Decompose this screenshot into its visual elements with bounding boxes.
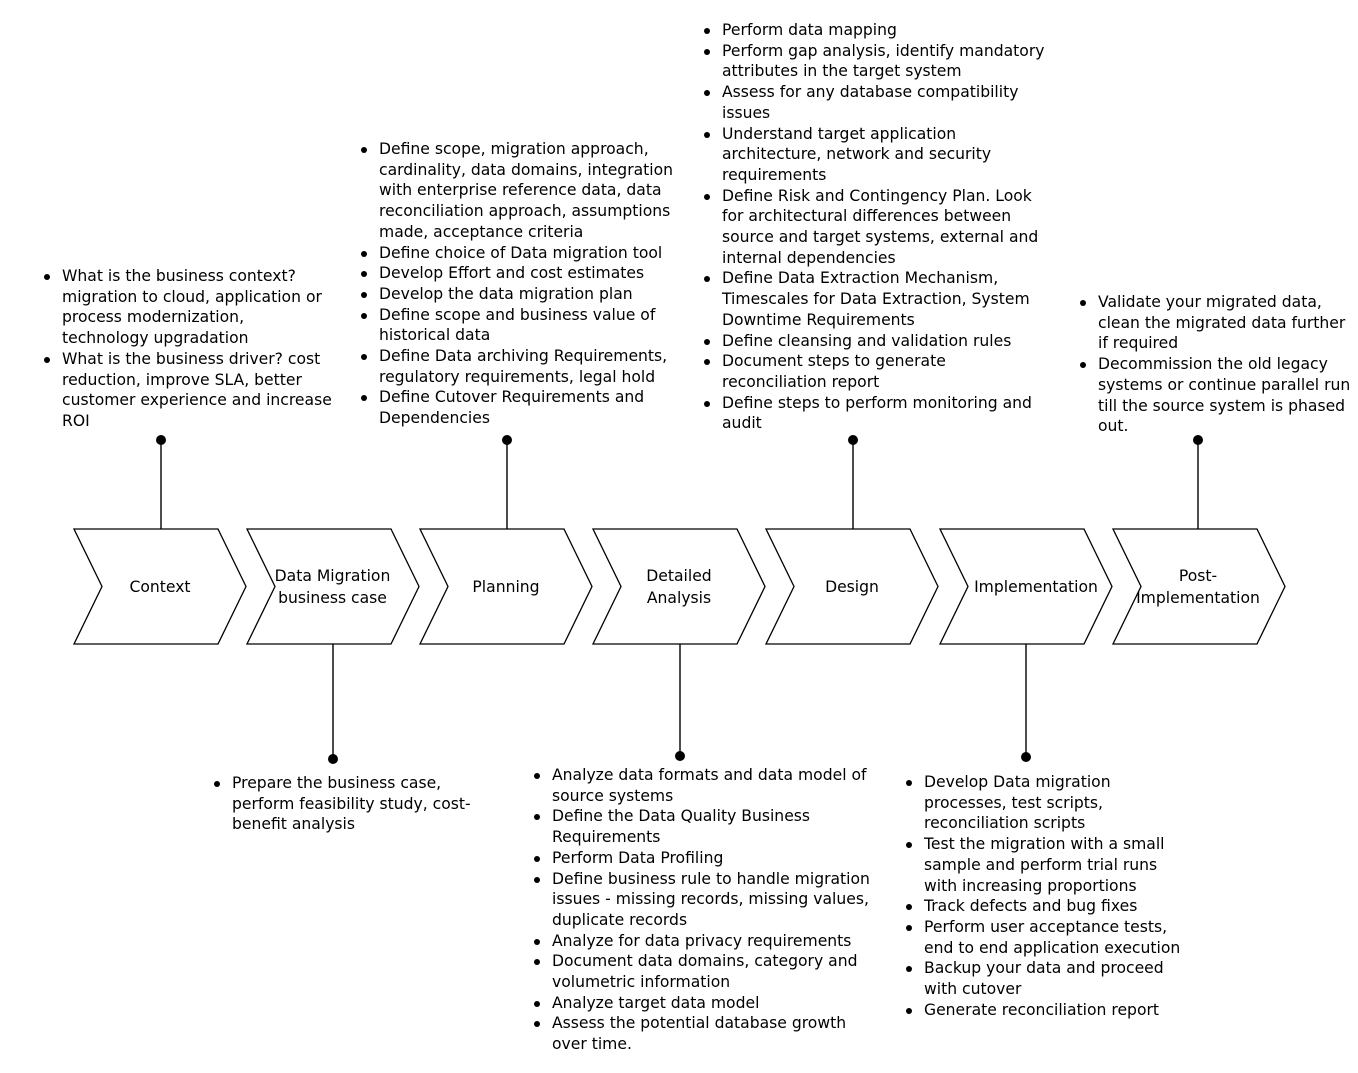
chevron-business-case — [245, 528, 420, 645]
list-item: Understand target application architectu… — [704, 124, 1052, 186]
planning-notes: Define scope, migration approach, cardin… — [361, 139, 679, 429]
stage-label-context: Context — [129, 577, 191, 596]
design-notes: Perform data mapping Perform gap analysi… — [704, 20, 1052, 434]
stage-label-design: Design — [825, 577, 879, 596]
list-item: Document steps to generate reconciliatio… — [704, 351, 1052, 392]
list-item: Analyze data formats and data model of s… — [534, 765, 872, 806]
list-item: Track defects and bug fixes — [906, 896, 1186, 917]
list-item: Define business rule to handle migration… — [534, 869, 872, 931]
chevron-design — [764, 528, 939, 645]
list-item: Test the migration with a small sample a… — [906, 834, 1186, 896]
detailed-analysis-notes: Analyze data formats and data model of s… — [534, 765, 872, 1055]
connector-dot-post-implementation — [1193, 435, 1203, 445]
implementation-notes: Develop Data migration processes, test s… — [906, 772, 1186, 1021]
list-item: Validate your migrated data, clean the m… — [1080, 292, 1356, 354]
list-item: Define the Data Quality Business Require… — [534, 806, 872, 847]
list-item: Perform user acceptance tests, end to en… — [906, 917, 1186, 958]
chevron-planning — [418, 528, 593, 645]
list-item: Define Risk and Contingency Plan. Look f… — [704, 186, 1052, 269]
connector-dot-design — [848, 435, 858, 445]
connector-dot-implementation — [1021, 752, 1031, 762]
list-item: Assess for any database compatibility is… — [704, 82, 1052, 123]
list-item: Decommission the old legacy systems or c… — [1080, 354, 1356, 437]
stage-label-planning: Planning — [472, 577, 540, 596]
stage-label-post-implementation: Post-Implementation — [1136, 566, 1260, 607]
stage-label-detailed-analysis: Detailed Analysis — [646, 566, 712, 607]
business-case-notes: Prepare the business case, perform feasi… — [214, 773, 472, 835]
list-item: Define Data Extraction Mechanism, Timesc… — [704, 268, 1052, 330]
connector-dot-context — [156, 435, 166, 445]
list-item: What is the business context? migration … — [44, 266, 332, 349]
list-item: Backup your data and proceed with cutove… — [906, 958, 1186, 999]
list-item: Define Data archiving Requirements, regu… — [361, 346, 679, 387]
list-item: Define steps to perform monitoring and a… — [704, 393, 1052, 434]
chevron-context — [72, 528, 247, 645]
post-implementation-notes: Validate your migrated data, clean the m… — [1080, 292, 1356, 437]
connector-dot-detailed-analysis — [675, 751, 685, 761]
stage-label-implementation: Implementation — [974, 577, 1098, 596]
chevron-detailed-analysis — [591, 528, 766, 645]
stage-label-business-case: Data Migration business case — [274, 566, 391, 607]
list-item: Analyze for data privacy requirements — [534, 931, 872, 952]
list-item: Document data domains, category and volu… — [534, 951, 872, 992]
list-item: Define cleansing and validation rules — [704, 331, 1052, 352]
list-item: Define Cutover Requirements and Dependen… — [361, 387, 679, 428]
list-item: Define scope, migration approach, cardin… — [361, 139, 679, 243]
context-notes: What is the business context? migration … — [44, 266, 332, 432]
list-item: Analyze target data model — [534, 993, 872, 1014]
list-item: Define scope and business value of histo… — [361, 305, 679, 346]
list-item: Develop Data migration processes, test s… — [906, 772, 1186, 834]
list-item: Perform Data Profiling — [534, 848, 872, 869]
list-item: Perform data mapping — [704, 20, 1052, 41]
connector-dot-planning — [502, 435, 512, 445]
list-item: Generate reconciliation report — [906, 1000, 1186, 1021]
list-item: Prepare the business case, perform feasi… — [214, 774, 471, 834]
list-item: Develop Effort and cost estimates — [361, 263, 679, 284]
list-item: Perform gap analysis, identify mandatory… — [704, 41, 1052, 82]
list-item: What is the business driver? cost reduct… — [44, 349, 332, 430]
list-item: Develop the data migration plan — [361, 284, 679, 305]
chevron-implementation — [938, 528, 1113, 645]
connector-dot-business-case — [328, 754, 338, 764]
list-item: Assess the potential database growth ove… — [534, 1013, 872, 1054]
chevron-post-implementation — [1111, 528, 1286, 645]
list-item: Define choice of Data migration tool — [361, 243, 679, 264]
